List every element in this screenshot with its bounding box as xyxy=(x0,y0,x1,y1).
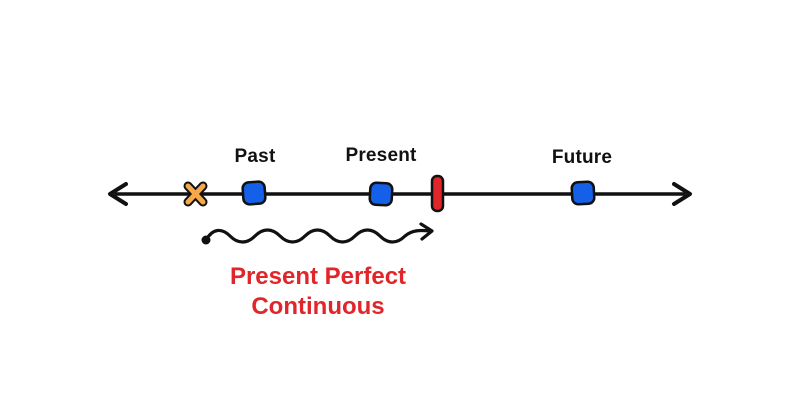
past-point-icon xyxy=(241,180,267,206)
x-mark-icon xyxy=(183,181,208,207)
present-point-icon xyxy=(368,181,394,207)
tense-title-line2: Continuous xyxy=(251,293,385,320)
left-arrowhead-icon xyxy=(108,182,128,206)
past-label: Past xyxy=(234,146,276,167)
present-label: Present xyxy=(345,145,417,166)
wavy-arrow-icon xyxy=(201,222,434,245)
now-marker-icon xyxy=(430,174,445,213)
future-point-icon xyxy=(570,180,596,206)
tense-title-line1: Present Perfect xyxy=(229,263,407,290)
future-label: Future xyxy=(551,147,613,168)
right-arrowhead-icon xyxy=(672,182,692,206)
tense-title: Present Perfect Continuous xyxy=(230,262,406,322)
